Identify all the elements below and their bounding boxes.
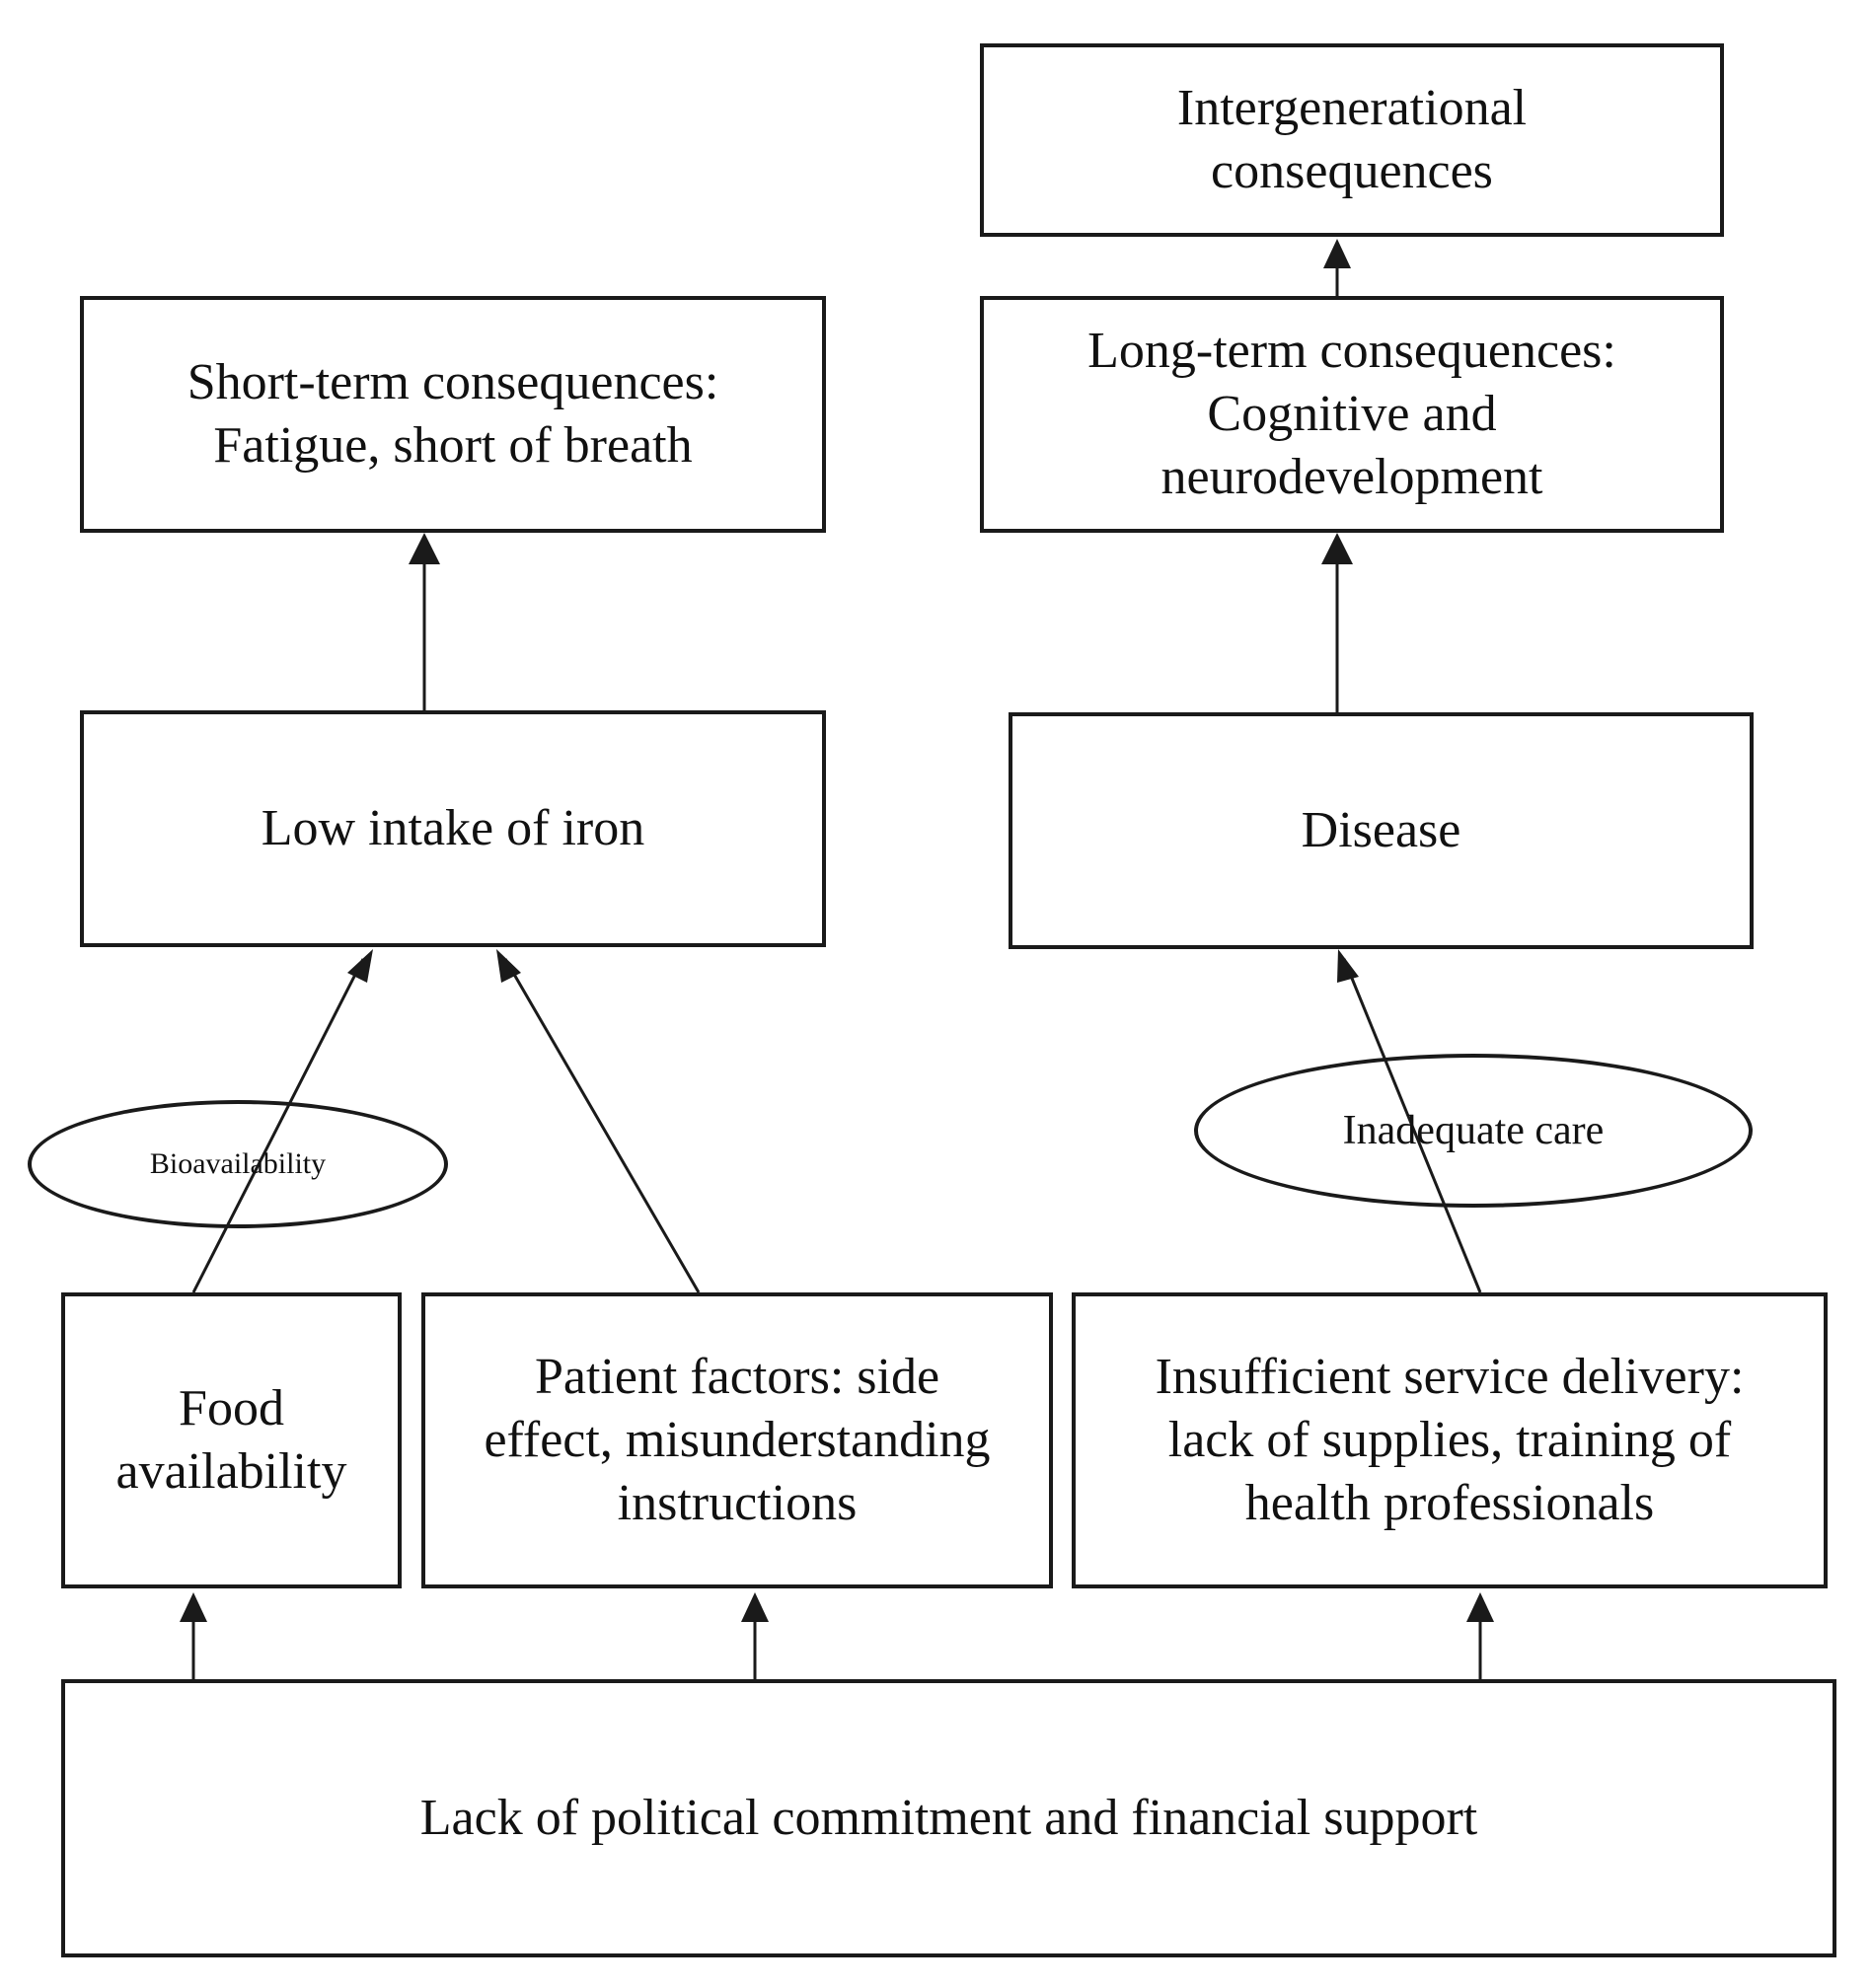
edge-patient-to-lowiron bbox=[496, 949, 701, 1293]
node-disease: Disease bbox=[1009, 712, 1754, 949]
edge-political-to-food bbox=[180, 1592, 207, 1679]
edge-disease-to-longterm bbox=[1321, 533, 1353, 712]
edge-longterm-to-intergenerational bbox=[1323, 239, 1351, 296]
node-low-intake-of-iron: Low intake of iron bbox=[80, 710, 826, 947]
node-patient-factors: Patient factors: side effect, misunderst… bbox=[421, 1292, 1053, 1588]
edge-political-to-patient bbox=[741, 1592, 769, 1679]
edge-lowiron-to-shortterm bbox=[409, 533, 440, 710]
node-intergenerational-consequences: Intergenerational consequences bbox=[980, 43, 1724, 237]
modifier-bioavailability: Bioavailability bbox=[28, 1100, 448, 1228]
modifier-inadequate-care-label: Inadequate care bbox=[1342, 1108, 1605, 1153]
modifier-inadequate-care: Inadequate care bbox=[1194, 1054, 1753, 1208]
edge-political-to-service bbox=[1466, 1592, 1494, 1679]
node-lack-of-political-commitment: Lack of political commitment and financi… bbox=[61, 1679, 1836, 1957]
node-short-term-consequences: Short-term consequences: Fatigue, short … bbox=[80, 296, 826, 533]
modifier-bioavailability-label: Bioavailability bbox=[149, 1147, 327, 1180]
node-insufficient-service-delivery: Insufficient service delivery: lack of s… bbox=[1072, 1292, 1828, 1588]
node-food-availability: Food availability bbox=[61, 1292, 402, 1588]
node-long-term-consequences: Long-term consequences: Cognitive and ne… bbox=[980, 296, 1724, 533]
